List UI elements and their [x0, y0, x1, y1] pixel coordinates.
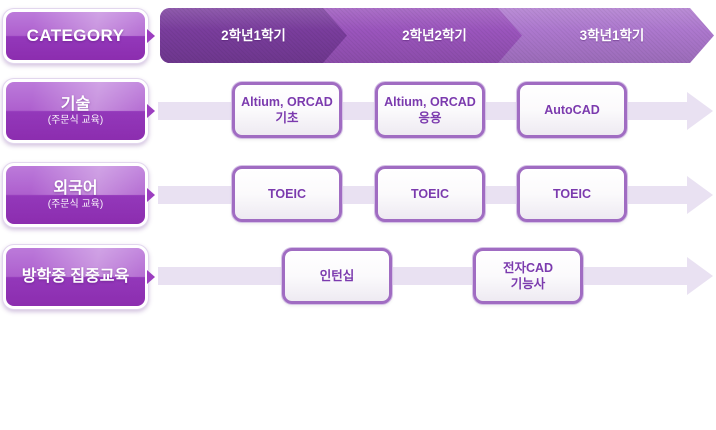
semester-segment-2-1	[160, 8, 347, 63]
row-label-tech-title: 기술	[60, 95, 91, 113]
course-line: 인턴십	[319, 268, 355, 283]
course-card-toeic-3: TOEIC	[517, 166, 627, 222]
course-line: 기초	[275, 111, 299, 125]
semester-label-2-2: 2학년2학기	[402, 28, 467, 43]
course-line: TOEIC	[411, 186, 449, 201]
course-card-toeic-2: TOEIC	[375, 166, 485, 222]
semester-header-bar: 2학년1학기 2학년2학기 3학년1학기	[160, 8, 716, 63]
course-line: TOEIC	[268, 186, 306, 201]
row-label-tech: 기술 (주문식 교육)	[2, 78, 155, 144]
row-label-foreign-language-title: 외국어	[53, 179, 98, 197]
row-label-vacation-intensive-face: 방학중 집중교육	[6, 248, 145, 306]
arrow-tab-icon	[147, 270, 155, 284]
row-label-vacation-intensive: 방학중 집중교육	[2, 244, 155, 310]
row-label-vacation-intensive-title: 방학중 집중교육	[21, 268, 130, 285]
course-line: 응용	[418, 111, 442, 125]
row-label-foreign-language: 외국어 (주문식 교육)	[2, 162, 155, 228]
category-header-button: CATEGORY	[2, 8, 155, 64]
course-line: Altium, ORCAD	[241, 94, 333, 109]
course-line: 전자CAD	[502, 260, 554, 275]
course-line: AutoCAD	[544, 102, 600, 117]
row-label-foreign-language-subtitle: (주문식 교육)	[47, 198, 104, 210]
row-label-tech-subtitle: (주문식 교육)	[47, 114, 104, 126]
course-card-altium-advanced: Altium, ORCAD 응용	[375, 82, 485, 138]
timeline-arrow-row-3	[158, 267, 687, 285]
course-card-electronic-cad-cert: 전자CAD 기능사	[473, 248, 583, 304]
arrow-tab-icon	[147, 188, 155, 202]
course-card-altium-basic: Altium, ORCAD 기초	[232, 82, 342, 138]
row-label-tech-face: 기술 (주문식 교육)	[6, 82, 145, 140]
course-line: 기능사	[510, 277, 546, 291]
course-card-internship: 인턴십	[282, 248, 392, 304]
course-card-toeic-1: TOEIC	[232, 166, 342, 222]
semester-label-2-1: 2학년1학기	[221, 28, 286, 43]
category-header-face: CATEGORY	[6, 12, 145, 60]
course-line: Altium, ORCAD	[384, 94, 476, 109]
category-label: CATEGORY	[26, 26, 125, 45]
course-card-autocad: AutoCAD	[517, 82, 627, 138]
arrow-tab-icon	[147, 104, 155, 118]
semester-label-3-1: 3학년1학기	[579, 28, 645, 43]
course-line: TOEIC	[553, 186, 591, 201]
arrow-tab-icon	[147, 29, 155, 43]
row-label-foreign-language-face: 외국어 (주문식 교육)	[6, 166, 145, 224]
